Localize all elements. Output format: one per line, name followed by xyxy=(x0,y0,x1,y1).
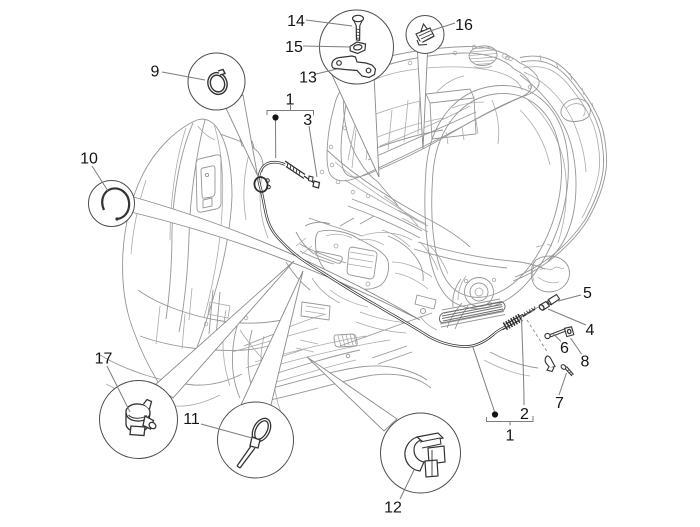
svg-text:7: 7 xyxy=(555,395,564,412)
svg-text:13: 13 xyxy=(299,70,317,87)
svg-text:11: 11 xyxy=(183,411,200,428)
svg-text:14: 14 xyxy=(287,13,305,30)
svg-text:1: 1 xyxy=(506,428,515,445)
svg-text:8: 8 xyxy=(581,354,590,371)
svg-text:17: 17 xyxy=(95,351,113,368)
svg-text:10: 10 xyxy=(80,151,98,168)
svg-text:1: 1 xyxy=(286,92,295,109)
svg-text:16: 16 xyxy=(455,17,473,34)
svg-text:6: 6 xyxy=(560,340,569,357)
svg-text:15: 15 xyxy=(285,39,303,56)
svg-text:4: 4 xyxy=(586,322,595,339)
svg-text:5: 5 xyxy=(583,285,592,302)
svg-text:12: 12 xyxy=(384,500,402,517)
svg-text:9: 9 xyxy=(151,64,160,81)
svg-text:2: 2 xyxy=(520,406,529,423)
svg-text:3: 3 xyxy=(303,112,312,129)
